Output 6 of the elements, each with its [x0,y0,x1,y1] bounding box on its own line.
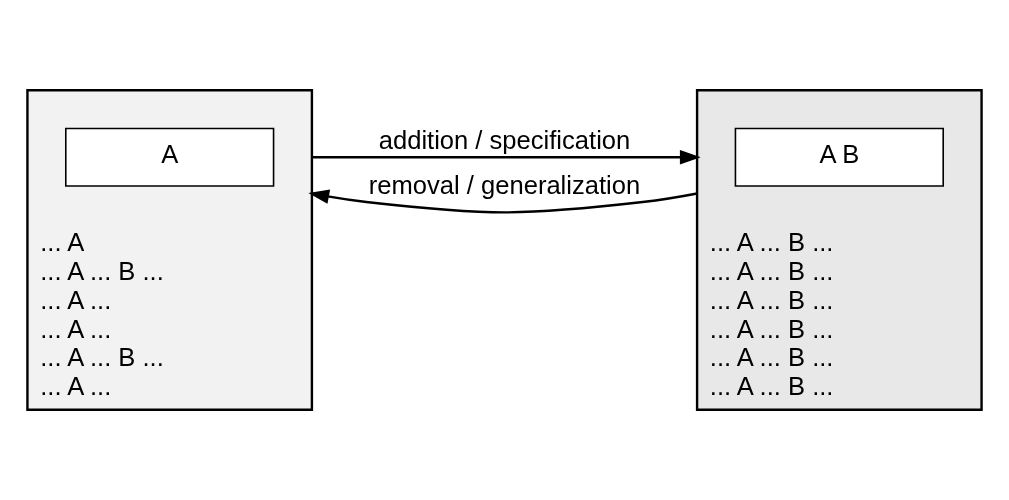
node-box: A B [734,127,944,187]
edge-label: addition / specification [378,125,631,154]
arrow [308,189,698,214]
arrow [311,150,701,165]
edge-label: removal / generalization [368,170,641,199]
node-box: A [65,127,275,187]
